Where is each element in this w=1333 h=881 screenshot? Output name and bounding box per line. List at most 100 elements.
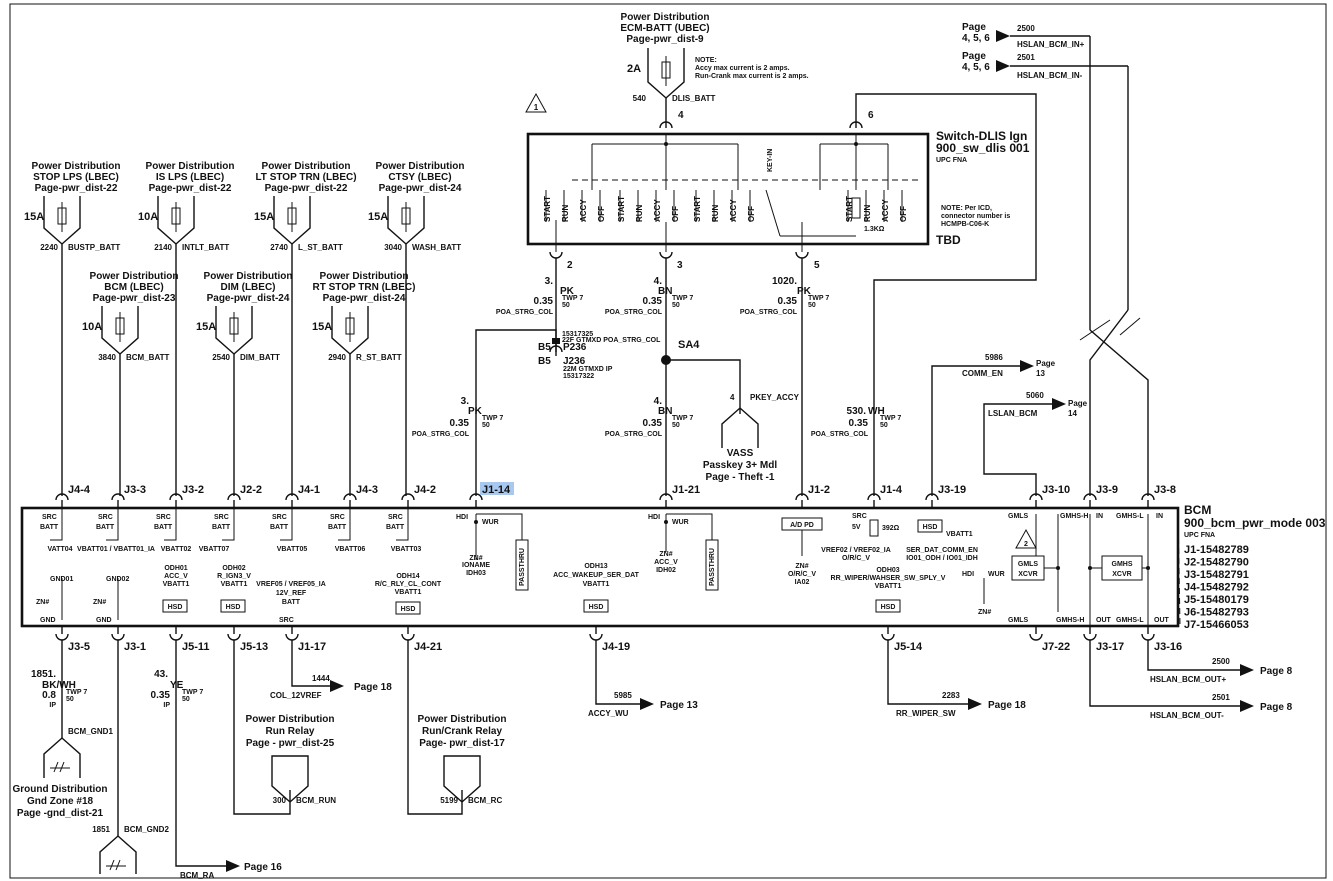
w2-gauge: 0.35 xyxy=(534,296,554,307)
w3-gauge: 0.35 xyxy=(643,296,663,307)
ye-color: YE xyxy=(170,680,184,691)
w5-twp2: 50 xyxy=(808,302,816,309)
ser-dat-l1: SER_DAT_COMM_EN xyxy=(906,547,978,554)
ecm-fuse-wire: DLIS_BATT xyxy=(672,94,716,103)
fuse-rating-3: 15A xyxy=(368,211,388,223)
switch-contact-7: OFF xyxy=(671,206,680,222)
bcm-top-pin-5: J4-3 xyxy=(356,484,378,496)
vbatt-5: VBATT06 xyxy=(335,546,366,553)
bcm-top-pin-9: J1-2 xyxy=(808,484,830,496)
gmhs-h-top: GMHS-H xyxy=(1060,513,1088,520)
odh03-l1: ODH03 xyxy=(876,567,899,574)
fuse-title1-6: Power Distribution xyxy=(320,271,409,282)
hsd-1: HSD xyxy=(168,604,183,611)
out-plus-num: 2500 xyxy=(1212,657,1230,666)
hslan-in-plus-page: Page xyxy=(962,22,986,33)
comm-en-wire: COMM_EN xyxy=(962,369,1003,378)
src-4: SRC xyxy=(272,514,287,521)
hslan-in-minus-pages: 4, 5, 6 xyxy=(962,62,990,73)
in-1: IN xyxy=(1096,513,1103,520)
ecm-note-3: Run-Crank max current is 2 amps. xyxy=(695,73,809,80)
gmhs-l-top: GMHS-L xyxy=(1116,513,1144,520)
fuse-title1-1: Power Distribution xyxy=(146,161,235,172)
batt-4: BATT xyxy=(270,524,289,531)
switch-contact-0: START xyxy=(543,196,552,222)
odh02-l3: VBATT1 xyxy=(221,581,248,588)
zn-gnd01: ZN# xyxy=(36,599,49,606)
switch-contact-1: RUN xyxy=(561,204,570,222)
switch-tbd: TBD xyxy=(936,233,961,247)
bcm-module: BCM 900_bcm_pwr_mode 003 UPC FNA J1-1548… xyxy=(20,482,1326,653)
fuse-page-3: Page-pwr_dist-24 xyxy=(379,183,462,194)
ecm-batt-fuse: Power Distribution ECM-BATT (UBEC) Page-… xyxy=(620,12,809,128)
switch-title: Switch-DLIS Ign xyxy=(936,129,1027,143)
fuse-wire-2: L_ST_BATT xyxy=(298,243,343,252)
vass-pin: 4 xyxy=(730,393,735,402)
out-2: OUT xyxy=(1154,617,1170,624)
ser-dat-l2: IO01_ODH / IO01_IDH xyxy=(906,555,978,562)
ecm-fuse-page: Page-pwr_dist-9 xyxy=(626,34,704,45)
switch-contact-6: ACCY xyxy=(653,199,662,222)
hslan-in-minus-page: Page xyxy=(962,51,986,62)
bcm-connector-list: J1-15482789J2-15482790J3-15482791J4-1548… xyxy=(1184,544,1249,631)
w14-gauge: 0.35 xyxy=(849,418,869,429)
fuse-page-6: Page-pwr_dist-24 xyxy=(323,293,406,304)
gnd-label-2: GND xyxy=(96,617,112,624)
bcm-conn-1: J2-15482790 xyxy=(1184,557,1249,569)
fuse-num-4: 3840 xyxy=(98,353,116,362)
r392: 392Ω xyxy=(882,525,900,532)
switch-pin-3: 3 xyxy=(677,260,683,271)
vass-l2: Passkey 3+ Mdl xyxy=(703,460,777,471)
adpd: A/D PD xyxy=(790,522,814,529)
hsd-5: HSD xyxy=(923,524,938,531)
fuse-page-5: Page-pwr_dist-24 xyxy=(207,293,290,304)
w2-name: POA_STRG_COL xyxy=(496,309,554,316)
batt-3: BATT xyxy=(212,524,231,531)
inline-conn-n1: P236 xyxy=(563,342,587,353)
fuse-num-6: 2940 xyxy=(328,353,346,362)
fuse-wire-0: BUSTP_BATT xyxy=(68,243,120,252)
comm-en-page: Page xyxy=(1036,359,1056,368)
zn-wur3: ZN# xyxy=(978,609,991,616)
vref02-5v: 5V xyxy=(852,524,861,531)
out-minus-num: 2501 xyxy=(1212,693,1230,702)
odh03-l3: VBATT1 xyxy=(875,583,902,590)
switch-contact-8: START xyxy=(693,196,702,222)
fuse-title2-1: IS LPS (LBEC) xyxy=(156,172,224,183)
gnd-label-1: GND xyxy=(40,617,56,624)
gmhs-xcvr-1: GMHS xyxy=(1112,561,1133,568)
bcm-conn-3: J4-15482792 xyxy=(1184,582,1249,594)
fuse-title2-2: LT STOP TRN (LBEC) xyxy=(255,172,356,183)
bcm-bot-pin-6: J4-19 xyxy=(602,641,630,653)
bcm-bot-pin-3: J5-13 xyxy=(240,641,268,653)
src-6: SRC xyxy=(388,514,403,521)
w114-twp2: 50 xyxy=(482,422,490,429)
fuse-rating-2: 15A xyxy=(254,211,274,223)
bcm-bot-pin-1: J3-1 xyxy=(124,641,146,653)
w3-num: 4. xyxy=(654,276,663,287)
bcm-bot-pin-0: J3-5 xyxy=(68,641,90,653)
switch-resistor: 1.3KΩ xyxy=(864,226,885,233)
switch-contact-3: OFF xyxy=(597,206,606,222)
comm-en-pg: 13 xyxy=(1036,369,1045,378)
odh14-l1: ODH14 xyxy=(396,573,419,580)
out-1: OUT xyxy=(1096,617,1112,624)
ecm-fuse-title1: Power Distribution xyxy=(621,12,710,23)
switch-pin-6: 6 xyxy=(868,110,874,121)
switch-pin-2: 2 xyxy=(567,260,573,271)
ye-gauge: 0.35 xyxy=(151,690,171,701)
fuse-rating-1: 10A xyxy=(138,211,158,223)
wur-3: WUR xyxy=(988,571,1005,578)
w3-name: POA_STRG_COL xyxy=(605,309,663,316)
odh14-l3: VBATT1 xyxy=(395,589,422,596)
odh03-l2: RR_WIPER/WAHSER_SW_SPLY_V xyxy=(831,575,946,582)
zn-accv: ZN# xyxy=(659,551,672,558)
bcm-conn-2: J3-15482791 xyxy=(1184,569,1249,581)
vbatt-6: VBATT03 xyxy=(391,546,422,553)
gnd-w1: BCM_GND1 xyxy=(68,727,113,736)
bcm-bot-pin-7: J5-14 xyxy=(894,641,923,653)
